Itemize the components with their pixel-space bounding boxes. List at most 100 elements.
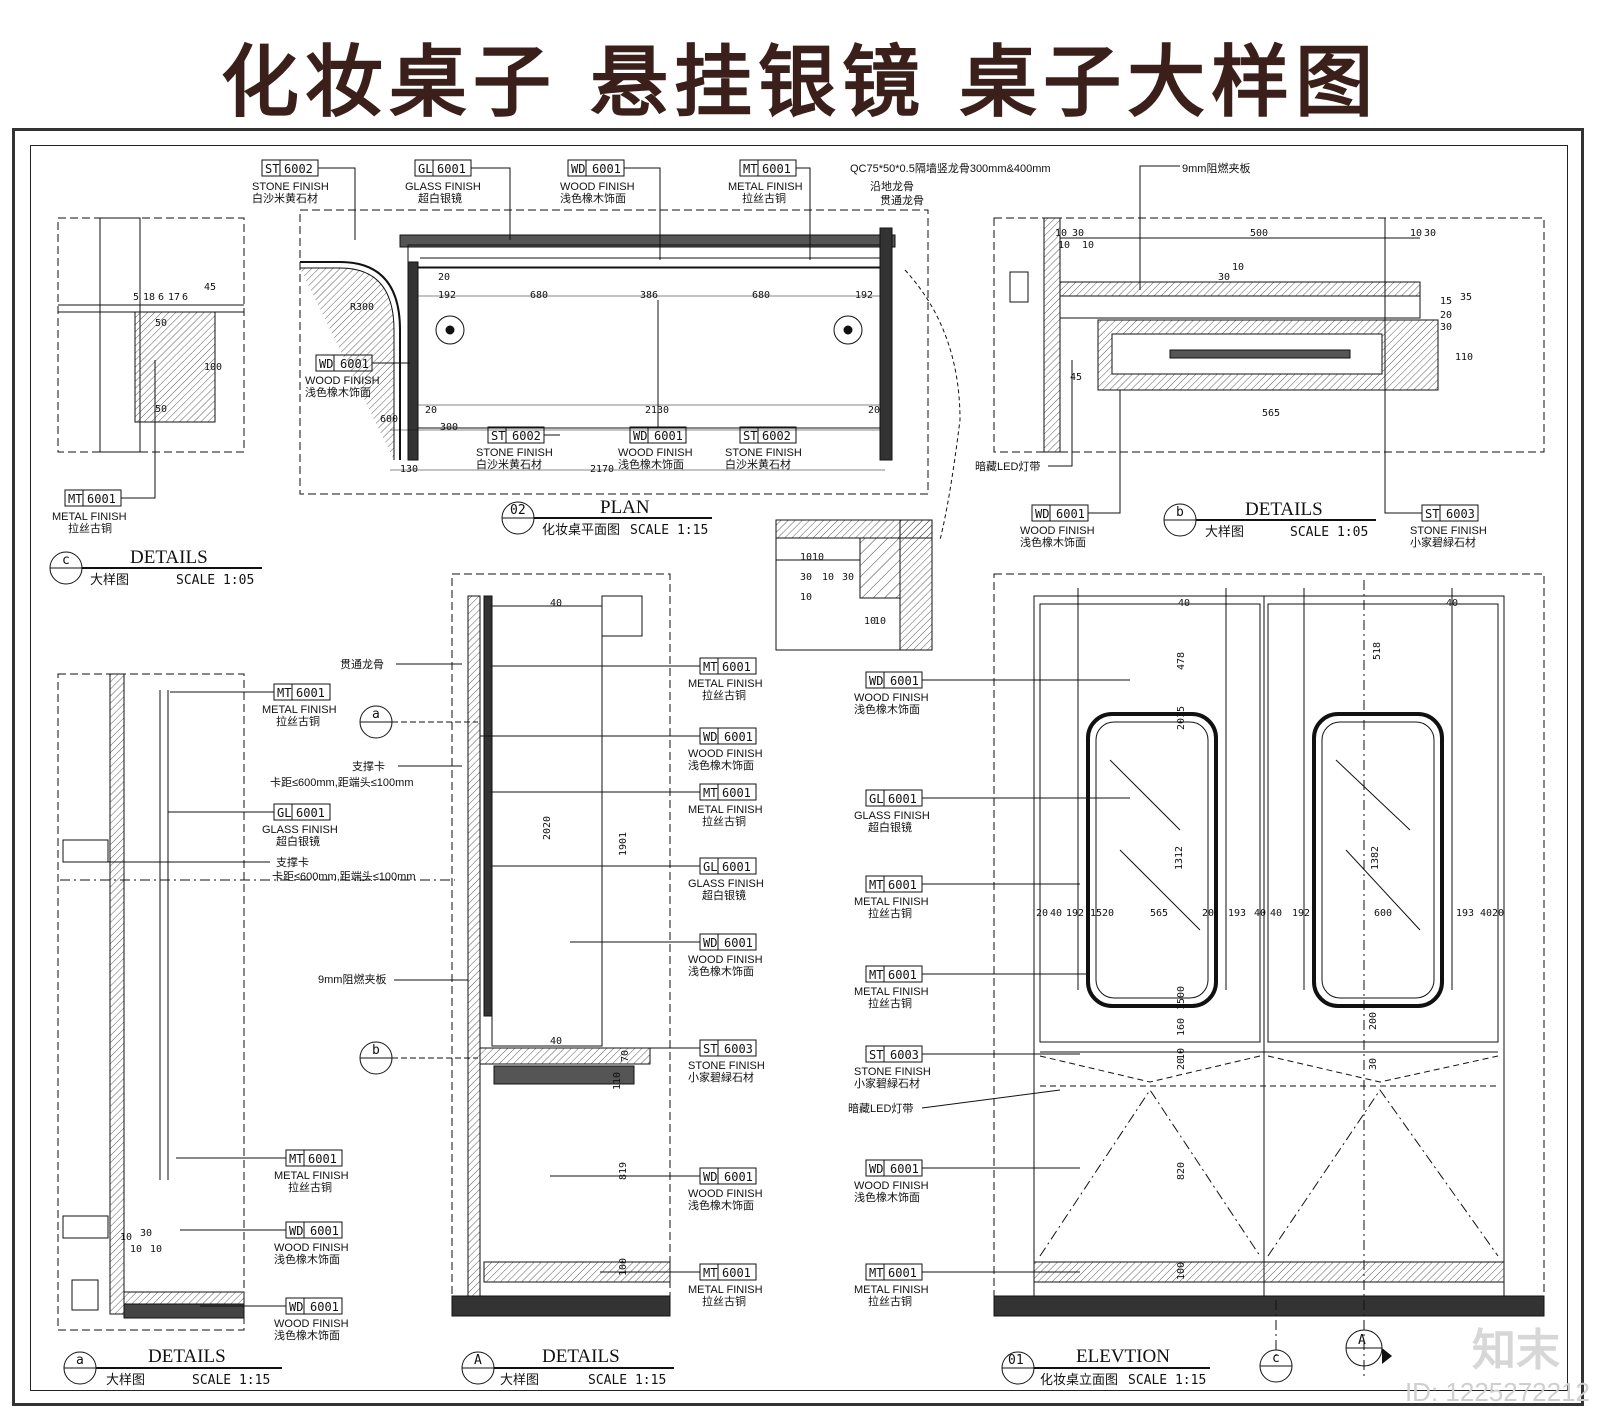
svg-text:小家碧緑石材: 小家碧緑石材 [688,1070,754,1084]
svg-text:6001: 6001 [724,936,753,950]
svg-text:6001: 6001 [890,674,919,688]
svg-text:WOOD FINISH: WOOD FINISH [854,1180,929,1192]
svg-text:6: 6 [182,292,188,303]
svg-text:10: 10 [812,552,824,563]
svg-text:WD: WD [703,936,717,950]
svg-text:WOOD FINISH: WOOD FINISH [618,447,693,459]
svg-text:1382: 1382 [1370,846,1381,870]
svg-text:40: 40 [1254,908,1266,919]
svg-text:DETAILS: DETAILS [148,1346,226,1367]
svg-text:拉丝古铜: 拉丝古铜 [702,1294,746,1308]
dim: 2130 [645,405,669,416]
svg-text:拉丝古铜: 拉丝古铜 [868,996,912,1010]
svg-text:METAL FINISH: METAL FINISH [688,804,763,816]
dim: 680 [752,290,770,301]
svg-text:1901: 1901 [618,832,629,856]
svg-text:ELEVTION: ELEVTION [1076,1346,1170,1367]
svg-text:10: 10 [130,1244,142,1255]
svg-text:6003: 6003 [724,1042,753,1056]
svg-text:50: 50 [155,318,167,329]
dim: 20 [868,405,880,416]
svg-text:贯通龙骨: 贯通龙骨 [880,194,924,207]
svg-text:6001: 6001 [724,730,753,744]
svg-text:METAL FINISH: METAL FINISH [274,1170,349,1182]
svg-text:WD: WD [869,674,883,688]
svg-text:STONE FINISH: STONE FINISH [1410,525,1487,537]
svg-text:浅色橡木饰面: 浅色橡木饰面 [618,457,684,471]
svg-text:SCALE 1:15: SCALE 1:15 [1128,1373,1206,1388]
svg-text:10: 10 [822,572,834,583]
svg-text:20: 20 [1176,1058,1187,1070]
svg-text:45: 45 [1070,372,1082,383]
svg-text:卡距≤600mm,距端头≤100mm: 卡距≤600mm,距端头≤100mm [272,870,416,883]
drawing-frame [12,128,1584,1406]
svg-text:超白银镜: 超白银镜 [868,820,912,834]
svg-text:50: 50 [155,404,167,415]
svg-text:5: 5 [133,292,139,303]
svg-text:30: 30 [1218,272,1230,283]
svg-text:6001: 6001 [308,1152,337,1166]
svg-text:MT: MT [289,1152,303,1166]
svg-text:超白银镜: 超白银镜 [418,191,462,205]
svg-text:MT: MT [277,686,291,700]
svg-text:565: 565 [1262,408,1280,419]
plan-tags [261,159,811,444]
svg-text:WOOD FINISH: WOOD FINISH [274,1318,349,1330]
svg-text:STONE FINISH: STONE FINISH [688,1060,765,1072]
svg-text:拉丝古铜: 拉丝古铜 [702,814,746,828]
svg-text:拉丝古铜: 拉丝古铜 [742,191,786,205]
svg-text:ST: ST [265,162,279,176]
svg-text:GLASS FINISH: GLASS FINISH [262,824,338,836]
svg-text:6001: 6001 [890,1162,919,1176]
svg-text:40: 40 [1480,908,1492,919]
svg-text:GLASS FINISH: GLASS FINISH [405,181,481,193]
svg-text:浅色橡木饰面: 浅色橡木饰面 [854,1190,920,1204]
plan-view [299,209,961,541]
svg-text:10: 10 [1082,240,1094,251]
section-A-dimensions: 40 2020 1901 40 110 70 819 100 [542,598,631,1276]
svg-text:WD: WD [289,1224,303,1238]
svg-text:WOOD FINISH: WOOD FINISH [560,181,635,193]
svg-text:35: 35 [1460,292,1472,303]
svg-text:30: 30 [1072,228,1084,239]
svg-text:小家碧緑石材: 小家碧緑石材 [854,1076,920,1090]
svg-text:WOOD FINISH: WOOD FINISH [854,692,929,704]
svg-text:70: 70 [620,1050,631,1062]
svg-text:10: 10 [1410,228,1422,239]
svg-text:MT: MT [703,1266,717,1280]
svg-text:6001: 6001 [888,968,917,982]
svg-text:ST: ST [869,1048,883,1062]
svg-text:支撑卡: 支撑卡 [352,759,385,773]
elevation-tags [865,671,1130,1281]
svg-text:10: 10 [864,616,876,627]
svg-text:ST: ST [703,1042,717,1056]
svg-text:15: 15 [1090,908,1102,919]
svg-text:6001: 6001 [296,686,325,700]
svg-text:192: 192 [1066,908,1084,919]
svg-text:10: 10 [120,1232,132,1243]
svg-text:化妆桌平面图: 化妆桌平面图 [542,523,620,538]
detail-a-dimensions: 10 30 10 10 [120,1228,162,1255]
svg-text:WOOD FINISH: WOOD FINISH [274,1242,349,1254]
svg-text:192: 192 [1292,908,1310,919]
dim: 300 [440,422,458,433]
svg-text:白沙米黄石材: 白沙米黄石材 [252,191,318,205]
svg-text:WD: WD [1035,507,1049,521]
svg-text:110: 110 [612,1072,623,1090]
svg-text:160: 160 [1176,1018,1187,1036]
svg-text:40: 40 [550,1036,562,1047]
svg-text:WD: WD [571,162,585,176]
svg-text:6001: 6001 [592,162,621,176]
svg-text:6001: 6001 [722,786,751,800]
svg-text:6001: 6001 [888,1266,917,1280]
svg-text:10: 10 [1176,1048,1187,1060]
svg-text:100: 100 [618,1258,629,1276]
svg-text:600: 600 [1374,908,1392,919]
page-title: 化妆桌子 悬挂银镜 桌子大样图 [220,38,1380,128]
svg-text:METAL FINISH: METAL FINISH [854,1284,929,1296]
svg-text:6001: 6001 [310,1300,339,1314]
drawing-inner-frame [30,145,1568,1391]
svg-text:STONE FINISH: STONE FINISH [854,1066,931,1078]
svg-text:浅色橡木饰面: 浅色橡木饰面 [274,1328,340,1342]
